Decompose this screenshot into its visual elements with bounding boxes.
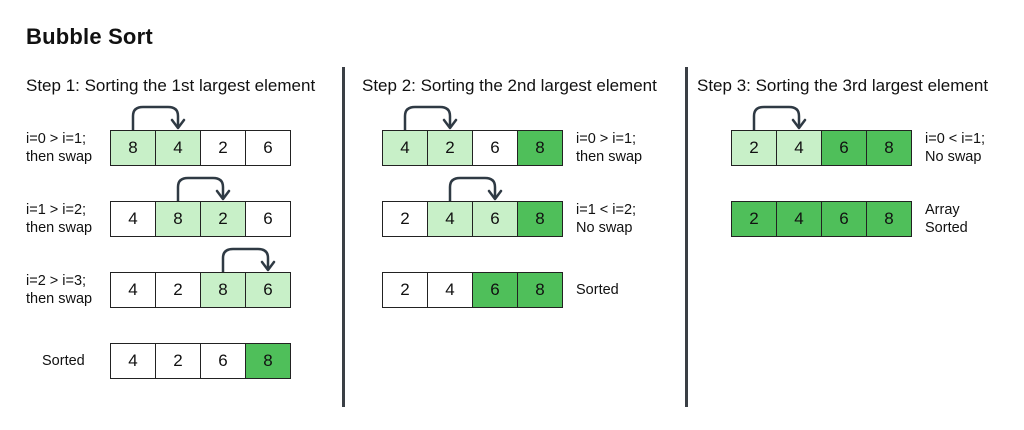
array-cell: 2 <box>731 130 777 166</box>
array-cell: 2 <box>155 272 201 308</box>
row-label: i=1 > i=2; then swap <box>26 201 92 237</box>
array-cell: 6 <box>245 130 291 166</box>
array-cell: 4 <box>427 201 473 237</box>
array-cell: 6 <box>472 272 518 308</box>
array-cell: 8 <box>517 201 563 237</box>
row-label: i=0 > i=1; then swap <box>576 130 642 166</box>
row-label-line: then swap <box>26 149 93 165</box>
array-cell: 4 <box>776 130 822 166</box>
diagram-title: Bubble Sort <box>26 24 153 49</box>
array-cell: 8 <box>110 130 156 166</box>
array-cell: 8 <box>866 130 912 166</box>
swap-arrow-icon <box>403 105 457 130</box>
array-cell: 2 <box>382 201 428 237</box>
row-label-line: Array <box>925 202 960 218</box>
array-cell: 2 <box>731 201 777 237</box>
array-cell: 4 <box>382 130 428 166</box>
array-cell: 2 <box>200 130 246 166</box>
array-cell: 4 <box>110 343 156 379</box>
array-cell: 8 <box>866 201 912 237</box>
array-cell: 4 <box>110 272 156 308</box>
array-cell: 6 <box>472 201 518 237</box>
row-label: i=2 > i=3; then swap <box>26 272 92 308</box>
array-cell: 8 <box>517 130 563 166</box>
row-label-line: then swap <box>26 291 93 307</box>
row-label-line: i=2 > i=3; <box>26 273 87 289</box>
array-cell: 6 <box>245 272 291 308</box>
step-divider-1 <box>342 67 345 407</box>
row-label-line: No swap <box>576 220 633 236</box>
array-cell: 6 <box>821 201 867 237</box>
array-cell: 4 <box>427 272 473 308</box>
row-label-line: i=0 > i=1; <box>576 131 637 147</box>
array-cell: 2 <box>382 272 428 308</box>
row-label-line: Sorted <box>576 282 619 298</box>
array-cell: 4 <box>110 201 156 237</box>
swap-arrow-icon <box>448 176 502 201</box>
array-cell: 8 <box>245 343 291 379</box>
row-label-line: i=1 > i=2; <box>26 202 87 218</box>
row-label-line: then swap <box>26 220 93 236</box>
row-label-line: i=0 < i=1; <box>925 131 986 147</box>
step-1-title: Step 1: Sorting the 1st largest element <box>26 76 316 95</box>
step-2-title: Step 2: Sorting the 2nd largest element <box>362 76 657 95</box>
row-label: Sorted <box>42 352 85 370</box>
swap-arrow-icon <box>176 176 230 201</box>
array-cell: 8 <box>200 272 246 308</box>
row-label-line: i=0 > i=1; <box>26 131 87 147</box>
array-cell: 2 <box>200 201 246 237</box>
row-label-line: i=1 < i=2; <box>576 202 637 218</box>
array-cell: 6 <box>821 130 867 166</box>
swap-arrow-icon <box>131 105 185 130</box>
array-cell: 6 <box>200 343 246 379</box>
array-cell: 6 <box>245 201 291 237</box>
array-cell: 2 <box>155 343 201 379</box>
row-label: Sorted <box>576 281 619 299</box>
array-cell: 2 <box>427 130 473 166</box>
row-label-line: No swap <box>925 149 982 165</box>
array-cell: 8 <box>517 272 563 308</box>
row-label: i=0 < i=1; No swap <box>925 130 985 166</box>
row-label-line: then swap <box>576 149 643 165</box>
row-label-line: Sorted <box>42 353 85 369</box>
swap-arrow-icon <box>221 247 275 272</box>
row-label: i=0 > i=1; then swap <box>26 130 92 166</box>
step-3-title: Step 3: Sorting the 3rd largest element <box>697 76 989 95</box>
array-cell: 6 <box>472 130 518 166</box>
array-cell: 8 <box>155 201 201 237</box>
row-label: i=1 < i=2; No swap <box>576 201 636 237</box>
step-divider-2 <box>685 67 688 407</box>
swap-arrow-icon <box>752 105 806 130</box>
row-label-line: Sorted <box>925 220 968 236</box>
array-cell: 4 <box>776 201 822 237</box>
array-cell: 4 <box>155 130 201 166</box>
